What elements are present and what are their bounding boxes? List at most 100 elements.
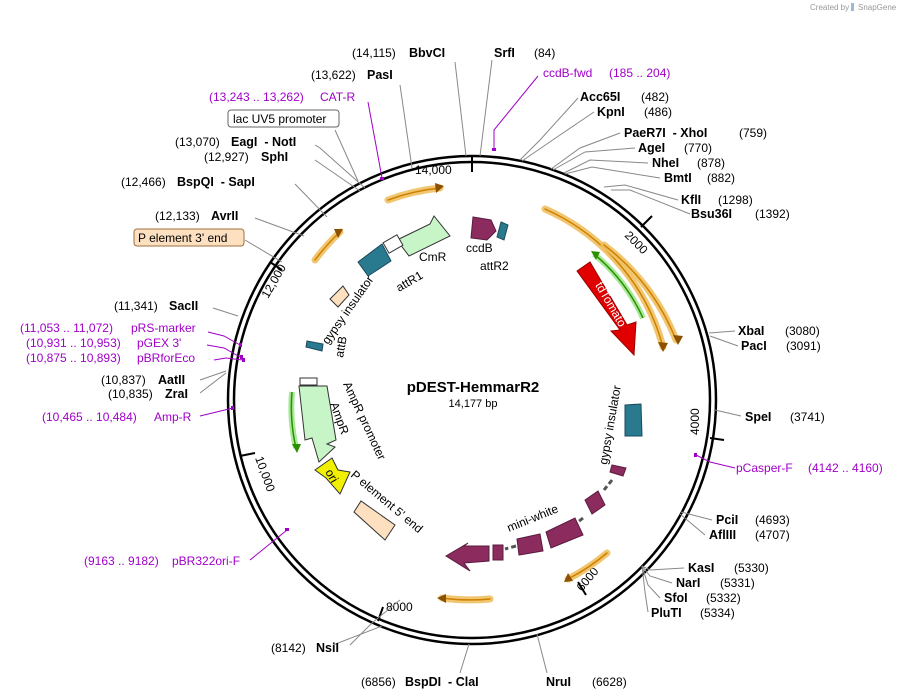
lac-uv5-label[interactable]: lac UV5 promoter: [233, 112, 326, 126]
primer-pcasper-f-name[interactable]: pCasper-F: [736, 461, 793, 475]
site-bspqi-pos: (12,466): [121, 175, 166, 189]
tick-label-14000: 14,000: [415, 163, 452, 177]
site-nsii-name[interactable]: NsiI: [316, 641, 339, 655]
primer-ccdb-fwd-name[interactable]: ccdB-fwd: [543, 66, 592, 80]
primer-amp-r-name[interactable]: Amp-R: [154, 410, 192, 424]
site-bspqi-name[interactable]: BspQI - SapI: [177, 175, 255, 189]
site-pcii-name[interactable]: PciI: [716, 513, 738, 527]
site-xbai-name[interactable]: XbaI: [738, 324, 764, 338]
site-bmti-name[interactable]: BmtI: [664, 171, 692, 185]
tick-label-10000: 10,000: [252, 454, 278, 494]
primer-leaders: [199, 75, 736, 561]
site-xbai-pos: (3080): [785, 324, 820, 338]
site-nsii-pos: (8142): [271, 641, 306, 655]
site-bspdi-pos: (6856): [361, 675, 396, 689]
enzyme-labels-right: SrfI (84) Acc65I (482) KpnI (486) PaeR7I…: [494, 46, 825, 689]
site-afliii-name[interactable]: AflIII: [709, 528, 736, 542]
cmr-feature[interactable]: [396, 215, 451, 257]
ccdb-label: ccdB: [466, 241, 493, 255]
ccdb-feature[interactable]: [470, 216, 497, 241]
site-sphi-pos: (12,927): [204, 150, 249, 164]
site-sfoi-pos: (5332): [706, 591, 741, 605]
attr1-feature[interactable]: [357, 243, 392, 277]
site-aatii-name[interactable]: AatII: [158, 373, 185, 387]
site-kfli-pos: (1298): [718, 193, 753, 207]
gypsy-insulator-left-label: gypsy insulator: [319, 273, 376, 347]
primer-pgex3-name[interactable]: pGEX 3': [137, 336, 181, 350]
site-pasi-name[interactable]: PasI: [367, 68, 393, 82]
attr1-label: attR1: [394, 268, 426, 295]
site-afliii-pos: (4707): [755, 528, 790, 542]
site-paci-name[interactable]: PacI: [741, 339, 767, 353]
mini-white-feature[interactable]: [445, 464, 627, 572]
site-kpni-name[interactable]: KpnI: [597, 105, 625, 119]
site-bsu36i-name[interactable]: Bsu36I: [691, 207, 732, 221]
site-kasi-pos: (5330): [734, 561, 769, 575]
site-bbvci-pos: (14,115): [352, 46, 396, 60]
site-paer7i-name[interactable]: PaeR7I - XhoI: [624, 126, 707, 140]
primer-cat-r-name[interactable]: CAT-R: [320, 90, 355, 104]
primer-pbrforeco-name[interactable]: pBRforEco: [137, 351, 195, 365]
orange-arc-left-top: [384, 184, 444, 204]
site-eagi-pos: (13,070): [175, 135, 220, 149]
lac-uv5-box: [227, 109, 340, 128]
primer-pcasper-f-range: (4142 .. 4160): [808, 461, 883, 475]
site-srfi-name[interactable]: SrfI: [494, 46, 515, 60]
site-zrai-pos: (10,835): [108, 387, 153, 401]
primer-pbr322ori-f-range: (9163 .. 9182): [84, 554, 159, 568]
gypsy-insulator-right-feature[interactable]: [624, 403, 643, 437]
green-arrowhead-right: [591, 251, 600, 260]
site-avrii-name[interactable]: AvrII: [211, 209, 238, 223]
site-aatii-pos: (10,837): [101, 373, 146, 387]
site-nari-pos: (5331): [720, 576, 755, 590]
p-element-5-feature[interactable]: [353, 500, 396, 541]
ampr-promoter-feature[interactable]: [299, 377, 318, 386]
cmr-label: CmR: [419, 250, 447, 264]
site-bsu36i-pos: (1392): [755, 207, 790, 221]
site-kasi-name[interactable]: KasI: [688, 561, 714, 575]
site-sacii-name[interactable]: SacII: [169, 299, 198, 313]
primer-pbrforeco-range: (10,875 .. 10,893): [26, 351, 121, 365]
site-kfli-name[interactable]: KflI: [681, 193, 701, 207]
primer-prs-marker-name[interactable]: pRS-marker: [131, 321, 196, 335]
primer-pgex3-range: (10,931 .. 10,953): [26, 336, 121, 350]
site-nhei-name[interactable]: NheI: [652, 156, 679, 170]
green-arrowhead-left: [292, 444, 301, 453]
p-element-3-box: [133, 228, 245, 247]
tick-12000: [269, 261, 283, 271]
site-agei-name[interactable]: AgeI: [638, 141, 665, 155]
site-bbvci-name[interactable]: BbvCI: [409, 46, 445, 60]
site-paer7i-pos: (759): [739, 126, 767, 140]
site-nrui-name[interactable]: NruI: [546, 675, 571, 689]
primer-pbr322ori-f-name[interactable]: pBR322ori-F: [172, 554, 240, 568]
primer-labels: ccdB-fwd (185 .. 204) pCasper-F (4142 ..…: [20, 66, 883, 568]
site-zrai-name[interactable]: ZraI: [165, 387, 188, 401]
site-pcii-pos: (4693): [755, 513, 790, 527]
plasmid-length: 14,177 bp: [449, 398, 498, 410]
site-pluti-name[interactable]: PluTI: [651, 606, 682, 620]
tick-label-2000: 2000: [622, 228, 651, 257]
attb-feature[interactable]: [305, 340, 324, 352]
lac-uv5-mark: [382, 234, 404, 254]
tick-4000: [709, 437, 725, 441]
tick-2000: [640, 215, 653, 228]
tick-label-12000: 12,000: [258, 261, 289, 300]
p-element-3-label[interactable]: P element 3' end: [138, 231, 227, 245]
site-eagi-name[interactable]: EagI - NotI: [231, 135, 296, 149]
site-avrii-pos: (12,133): [155, 209, 200, 223]
site-sfoi-name[interactable]: SfoI: [664, 591, 688, 605]
site-spei-name[interactable]: SpeI: [745, 410, 771, 424]
site-nari-name[interactable]: NarI: [676, 576, 700, 590]
gypsy-insulator-left-feature[interactable]: [329, 285, 350, 308]
tick-10000: [239, 452, 256, 457]
ampr-feature[interactable]: [298, 385, 337, 463]
ori-feature[interactable]: [314, 457, 351, 495]
site-sphi-name[interactable]: SphI: [261, 150, 288, 164]
primer-amp-r-range: (10,465 .. 10,484): [42, 410, 137, 424]
credit-text: Created by: [810, 3, 849, 12]
site-bspdi-name[interactable]: BspDI - ClaI: [405, 675, 479, 689]
tdtomato-feature[interactable]: [576, 261, 637, 357]
attr2-feature[interactable]: [496, 221, 509, 241]
site-acc65i-name[interactable]: Acc65I: [580, 90, 620, 104]
